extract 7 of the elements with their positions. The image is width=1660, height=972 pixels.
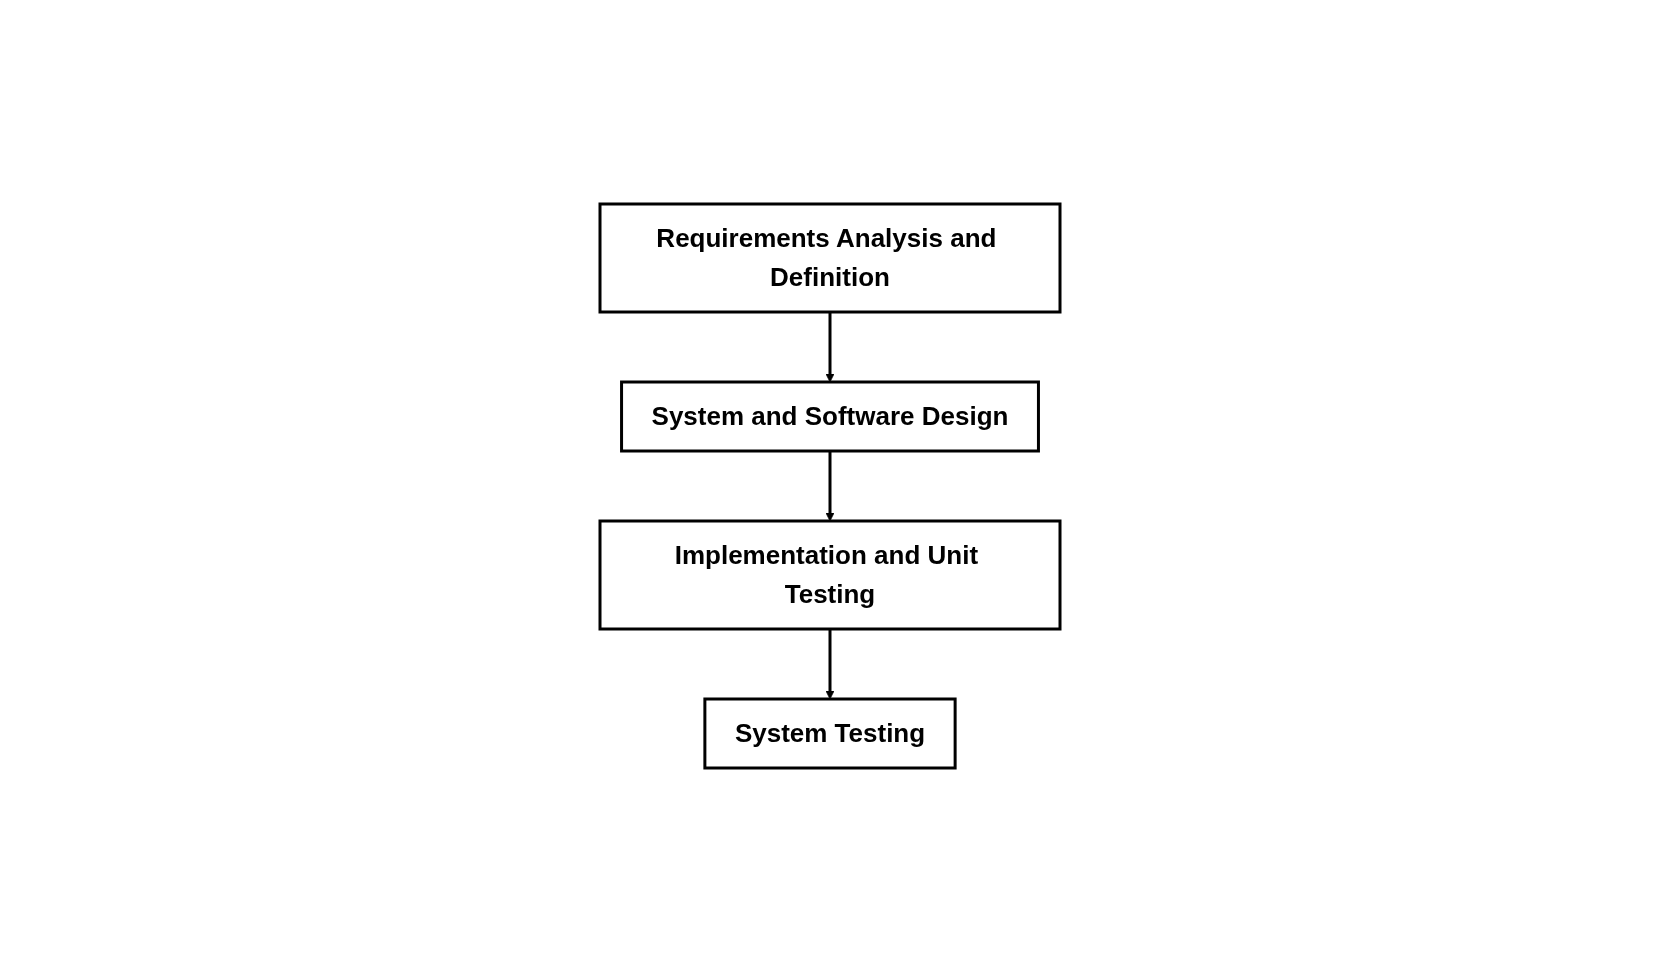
- node-box: System and Software Design: [620, 380, 1040, 453]
- arrow: [825, 451, 835, 522]
- arrow: [825, 629, 835, 700]
- arrow: [825, 312, 835, 383]
- node-box: System Testing: [703, 697, 957, 770]
- node-box: Requirements Analysis and Definition: [598, 202, 1062, 314]
- node-box: Implementation and Unit Testing: [598, 519, 1062, 631]
